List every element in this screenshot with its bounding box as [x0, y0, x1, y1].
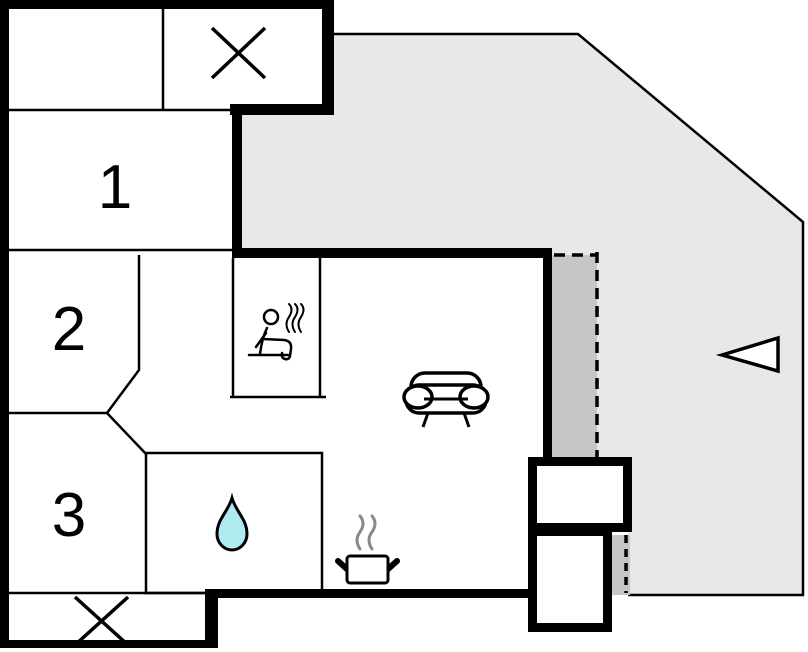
cross-marker-top	[210, 26, 267, 80]
sofa-icon	[402, 371, 490, 428]
cooking-pot-icon	[335, 514, 400, 585]
bedroom-1-label: 1	[98, 153, 132, 222]
entrance-lower-box	[528, 527, 612, 632]
bedroom-3-label: 3	[52, 481, 86, 550]
terrace-opening-side	[552, 255, 597, 457]
water-drop-icon	[215, 492, 249, 552]
cross-marker-bottom	[73, 595, 130, 647]
interior-walls	[0, 1, 326, 595]
sauna-icon	[247, 303, 305, 361]
terrace-outline	[334, 32, 805, 597]
direction-arrow-icon	[715, 335, 780, 374]
bedroom-2-label: 2	[52, 295, 86, 364]
outer-walls	[0, 0, 552, 648]
terrace-area	[240, 34, 803, 595]
entrance-upper-box	[528, 457, 632, 532]
